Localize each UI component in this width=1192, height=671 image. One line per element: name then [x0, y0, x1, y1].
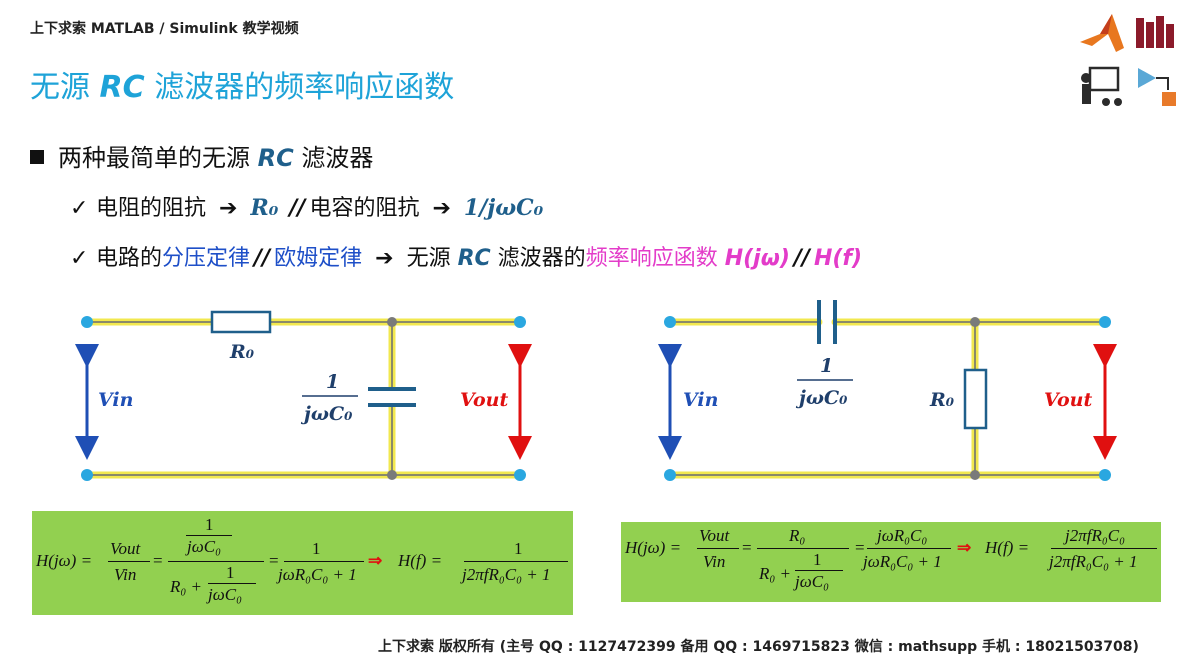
fr-vin: Vin — [703, 552, 726, 571]
matlab-logo-icon[interactable] — [1080, 14, 1124, 52]
fl-implies-icon: ⇒ — [368, 551, 383, 570]
vin-label-right: Vin — [683, 389, 718, 411]
resistor-right — [963, 368, 988, 430]
title-rc: RC — [99, 70, 145, 105]
books-icon[interactable] — [1136, 16, 1174, 48]
square-bullet-icon — [30, 150, 44, 164]
c-den-right: jωC₀ — [795, 387, 848, 409]
fl-frac4den: j2πfR₀C₀ + 1 — [462, 565, 551, 584]
fr-frac3den: jωR₀C₀ + 1 — [863, 552, 942, 571]
fl-den1: 1 — [226, 563, 235, 582]
fr-den1den: jωC₀ — [795, 572, 829, 591]
item1-r0: R₀ — [250, 195, 279, 221]
fr-den-r: R₀ + — [759, 564, 792, 583]
fl-num1den: jωC₀ — [187, 537, 221, 556]
bullet-rc: RC — [257, 144, 294, 172]
fl-vin: Vin — [114, 565, 137, 584]
presenter-icon[interactable] — [1081, 66, 1122, 106]
title-suffix: 滤波器的频率响应函数 — [144, 70, 455, 105]
circuit-right: Vin Vout R₀ 1 jωC₀ — [658, 300, 1117, 481]
fr-frac4den: j2πfR₀C₀ + 1 — [1049, 552, 1138, 571]
vout-label-left: Vout — [460, 389, 508, 411]
circuits-diagram: .w{stroke:#f2e84f;stroke-width:7;fill:no… — [75, 300, 1117, 481]
item2-kw2: 欧姆定律 — [274, 246, 363, 271]
formula-box-right: H(jω) = Vout Vin = R₀ R₀ + 1 jωC₀ = jωR₀… — [621, 522, 1161, 602]
fr-vout: Vout — [699, 526, 730, 545]
fr-frac4num: j2πfR₀C₀ — [1065, 526, 1126, 545]
fl-den1den: jωC₀ — [208, 585, 242, 604]
bullet-main: 两种最简单的无源 RC 滤波器 — [30, 138, 373, 173]
item2-kw3: 频率响应函数 — [585, 246, 718, 271]
r-label-right: R₀ — [929, 389, 955, 411]
fl-vout: Vout — [110, 539, 141, 558]
course-header: 上下求索 MATLAB / Simulink 教学视频 — [30, 21, 299, 37]
c-den-left: jωC₀ — [300, 403, 353, 425]
title-prefix: 无源 — [30, 70, 100, 105]
fr-frac3num: jωR₀C₀ — [877, 526, 928, 545]
circuit-left: Vin Vout R₀ 1 jωC₀ — [75, 310, 532, 481]
simulink-block-icon[interactable] — [1138, 68, 1176, 106]
sub-item-impedance: ✓ 电阻的阻抗 ➔ R₀ //电容的阻抗 ➔ 1/jωC₀ — [70, 190, 543, 222]
c-num-left: 1 — [326, 371, 339, 393]
c-num-right: 1 — [820, 355, 833, 377]
copyright-footer: 上下求索 版权所有 (主号 QQ : 1127472399 备用 QQ : 14… — [378, 639, 1139, 655]
item2-kw1: 分压定律 — [162, 246, 251, 271]
item1-sep: // — [289, 196, 306, 221]
fl-frac3num: 1 — [312, 539, 321, 558]
fl-frac3den: jωR₀C₀ + 1 — [278, 565, 357, 584]
item1-text-b: 电容的阻抗 — [309, 196, 420, 221]
item2-text-b: 无源 — [406, 246, 451, 271]
item2-h2: H(f) — [813, 246, 863, 271]
slide-title: 无源 RC 滤波器的频率响应函数 — [30, 62, 454, 106]
r-label-left: R₀ — [229, 341, 255, 363]
arrow-right-icon: ➔ — [219, 196, 238, 221]
fr-num: R₀ — [789, 526, 806, 545]
item2-rc: RC — [457, 246, 491, 271]
item2-h1: H(jω) — [724, 246, 790, 271]
fr-lhs: H(jω) = — [625, 538, 682, 557]
vin-label-left: Vin — [98, 389, 133, 411]
item2-sep2: // — [793, 246, 810, 271]
fl-lhs: H(jω) = — [36, 551, 93, 570]
fr-implies-icon: ⇒ — [957, 538, 972, 557]
bullet-suffix: 滤波器 — [293, 144, 374, 172]
bullet-prefix: 两种最简单的无源 — [58, 144, 258, 172]
item2-sep1: // — [254, 246, 271, 271]
fr-hf: H(f) = — [985, 538, 1030, 557]
arrow-right-icon: ➔ — [432, 196, 451, 221]
sub-item-laws: ✓电路的分压定律//欧姆定律 ➔ 无源 RC 滤波器的频率响应函数 H(jω)/… — [70, 240, 862, 272]
fr-den1: 1 — [813, 550, 822, 569]
arrow-right-icon: ➔ — [375, 246, 394, 271]
fl-frac4num: 1 — [514, 539, 523, 558]
item2-text-c: 滤波器的 — [497, 246, 586, 271]
item1-cap: 1/jωC₀ — [463, 195, 544, 221]
item2-text-a: 电路的 — [96, 246, 163, 271]
item1-text-a: 电阻的阻抗 — [96, 196, 207, 221]
checkmark-icon: ✓ — [70, 196, 89, 221]
fl-den-r: R₀ + — [170, 577, 203, 596]
fl-num1: 1 — [205, 515, 214, 534]
vout-label-right: Vout — [1044, 389, 1092, 411]
nav-icons — [1080, 14, 1176, 106]
checkmark-icon: ✓ — [70, 246, 89, 271]
resistor-left — [210, 310, 272, 334]
formula-box-left: H(jω) = Vout Vin = 1 jωC₀ R₀ + 1 jωC₀ = … — [32, 511, 573, 615]
fl-hf: H(f) = — [398, 551, 443, 570]
